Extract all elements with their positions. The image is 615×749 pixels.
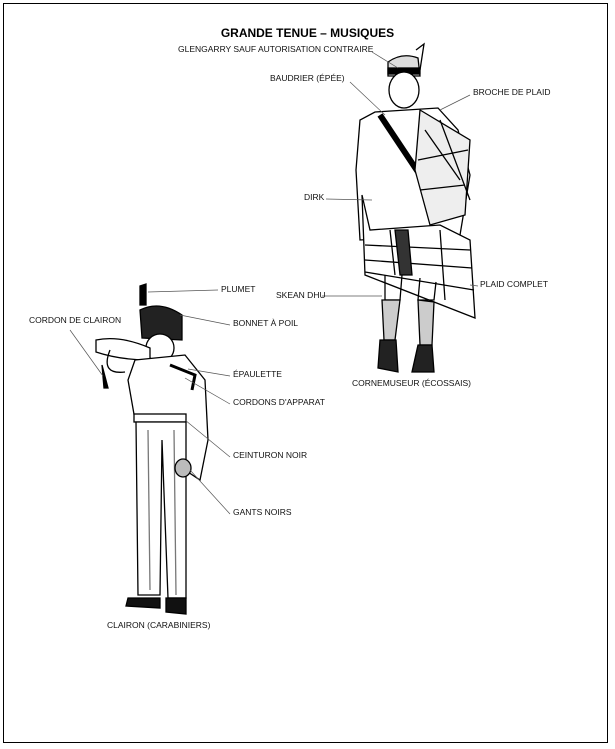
label-skean-dhu: SKEAN DHU (276, 290, 326, 300)
label-ceinturon-noir: CEINTURON NOIR (233, 450, 308, 460)
leader-lines (69, 51, 479, 515)
label-epaulette: ÉPAULETTE (233, 369, 282, 379)
label-dirk: DIRK (304, 192, 325, 202)
label-baudrier: BAUDRIER (ÉPÉE) (270, 73, 345, 83)
label-bonnet-a-poil: BONNET À POIL (233, 318, 299, 328)
caption-piper: CORNEMUSEUR (ÉCOSSAIS) (352, 378, 472, 388)
label-glengarry: GLENGARRY SAUF AUTORISATION CONTRAIRE (178, 44, 374, 54)
bugler-illustration (95, 283, 209, 615)
label-cordons-dapparat: CORDONS D'APPARAT (233, 397, 325, 407)
page-title: GRANDE TENUE – MUSIQUES (220, 26, 395, 40)
caption-bugler: CLAIRON (CARABINIERS) (107, 620, 211, 630)
label-cordon-de-clairon: CORDON DE CLAIRON (29, 315, 122, 325)
label-gants-noirs: GANTS NOIRS (233, 507, 292, 517)
piper-illustration (355, 42, 476, 373)
label-broche-de-plaid: BROCHE DE PLAID (473, 87, 551, 97)
label-plaid-complet: PLAID COMPLET (480, 279, 549, 289)
page-border (3, 3, 608, 743)
label-plumet: PLUMET (221, 284, 256, 294)
